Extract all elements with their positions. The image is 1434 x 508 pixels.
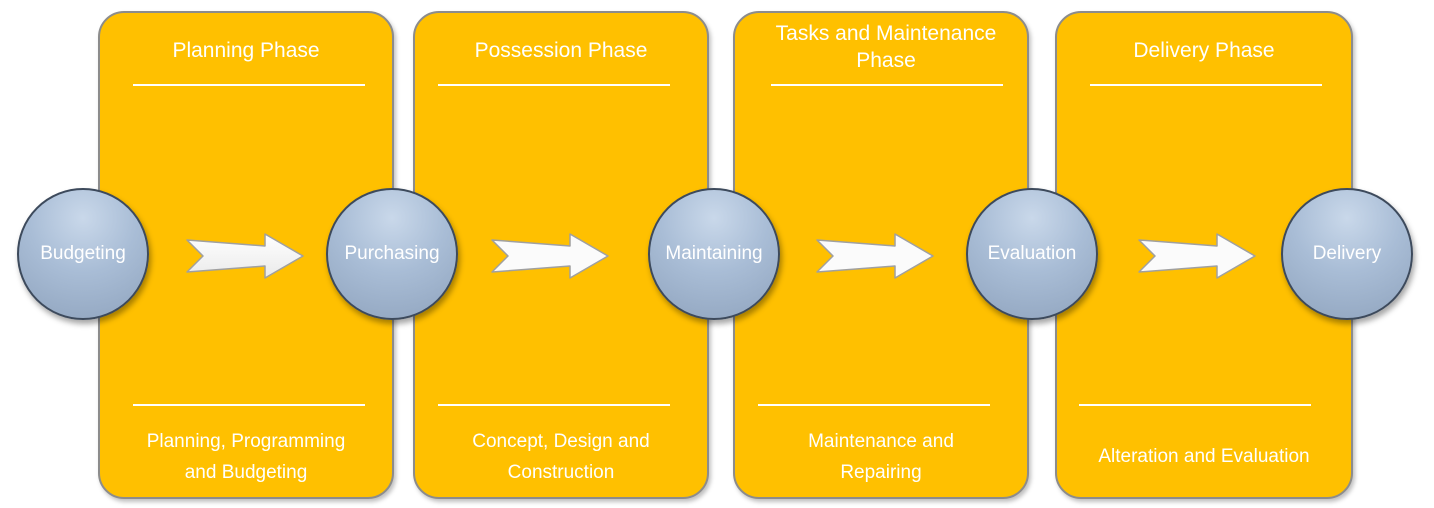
phase-title: Tasks and Maintenance Phase xyxy=(775,22,997,72)
node-label: Maintaining xyxy=(665,243,763,264)
phase-description: Planning, Programming and Budgeting xyxy=(146,431,346,483)
arrow-right-icon xyxy=(186,233,304,279)
node-budgeting: Budgeting xyxy=(17,188,149,320)
phase-description: Maintenance and Repairing xyxy=(808,431,954,483)
node-label: Evaluation xyxy=(987,243,1077,264)
node-evaluation: Evaluation xyxy=(966,188,1098,320)
node-label: Delivery xyxy=(1312,243,1382,264)
phase-divider xyxy=(758,404,990,406)
arrow-right-icon xyxy=(1138,233,1256,279)
phase-description: Alteration and Evaluation xyxy=(1098,446,1310,467)
phase-divider xyxy=(438,404,670,406)
node-maintaining: Maintaining xyxy=(648,188,780,320)
phase-title: Planning Phase xyxy=(172,39,320,62)
phase-title: Possession Phase xyxy=(474,39,648,62)
node-label: Purchasing xyxy=(344,243,440,264)
phase-divider xyxy=(1090,84,1322,86)
node-label: Budgeting xyxy=(40,243,126,264)
node-delivery: Delivery xyxy=(1281,188,1413,320)
node-purchasing: Purchasing xyxy=(326,188,458,320)
phase-divider xyxy=(133,84,365,86)
phase-description: Concept, Design and Construction xyxy=(472,431,650,483)
arrow-right-icon xyxy=(491,233,609,279)
phase-divider xyxy=(438,84,670,86)
phase-title: Delivery Phase xyxy=(1133,39,1275,62)
phase-divider xyxy=(771,84,1003,86)
phase-divider xyxy=(133,404,365,406)
arrow-right-icon xyxy=(816,233,934,279)
phase-divider xyxy=(1079,404,1311,406)
